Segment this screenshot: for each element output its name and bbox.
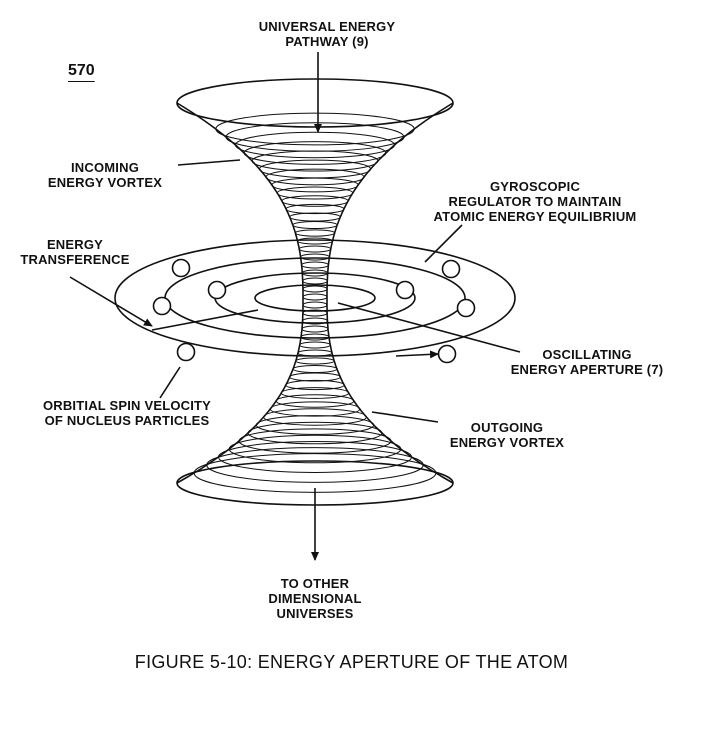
- vortex-coil-ring: [289, 372, 341, 382]
- vortex-coil-ring: [302, 285, 328, 293]
- orbital-spin-pointer: [159, 366, 181, 399]
- particle: [176, 342, 196, 362]
- vortex-coil-ring: [297, 237, 333, 245]
- label-orbital-spin-velocity: ORBITIAL SPIN VELOCITY OF NUCLEUS PARTIC…: [42, 398, 212, 428]
- vortex-coil-ring: [295, 357, 335, 365]
- particle: [207, 280, 227, 300]
- particle: [152, 296, 172, 316]
- vortex-coil-ring: [251, 150, 379, 172]
- vortex-coil-ring: [215, 112, 415, 146]
- label-energy-transference: ENERGY TRANSFERENCE: [20, 237, 130, 267]
- vortex-coil-ring: [297, 349, 333, 357]
- orbit-ring: [114, 239, 516, 357]
- outgoing-vortex-pointer: [371, 411, 439, 423]
- particle: [456, 298, 476, 318]
- vortex-coil-ring: [302, 293, 328, 301]
- vortex-coil-ring: [275, 394, 355, 408]
- vortex-coil-ring: [298, 245, 332, 253]
- particle: [171, 258, 191, 278]
- pointer-lines: [69, 52, 521, 561]
- label-gyroscopic-regulator: GYROSCOPIC REGULATOR TO MAINTAIN ATOMIC …: [433, 179, 637, 224]
- vortex-coil-ring: [300, 333, 330, 341]
- transference-flow-line: [151, 309, 259, 331]
- vortex-coil-ring: [289, 212, 341, 222]
- top-rim-ring: [176, 78, 454, 128]
- orbit-spin-arrow: [395, 350, 439, 359]
- nucleus-particles: [152, 258, 476, 364]
- gyroscopic-pointer: [424, 224, 463, 263]
- vortex-coil-ring: [294, 229, 336, 237]
- vortex-coil-ring: [302, 277, 328, 285]
- vortex-coil-ring: [301, 261, 329, 269]
- figure-caption: FIGURE 5-10: ENERGY APERTURE OF THE ATOM: [134, 652, 569, 672]
- vortex-coil-ring: [193, 453, 437, 493]
- vortex-coil-ring: [302, 301, 328, 309]
- vortex-coil-ring: [285, 203, 345, 215]
- label-to-other-dimensional-universes: TO OTHER DIMENSIONAL UNIVERSES: [268, 576, 362, 621]
- vortex-coil-ring: [301, 325, 329, 333]
- orbit-ring: [254, 284, 376, 312]
- label-outgoing-energy-vortex: OUTGOING ENERGY VORTEX: [449, 420, 565, 450]
- vortex-coil-ring: [292, 220, 338, 230]
- vortex-coil-ring: [299, 341, 331, 349]
- energy-transference-arrow: [69, 276, 153, 327]
- label-universal-energy-pathway: UNIVERSAL ENERGY PATHWAY (9): [258, 19, 396, 49]
- particle: [437, 344, 457, 364]
- label-oscillating-energy-aperture: OSCILLATING ENERGY APERTURE (7): [510, 347, 664, 377]
- vortex-coil-ring: [300, 253, 330, 261]
- figure-reference-number: 570: [68, 62, 95, 79]
- vortex-outline: [176, 102, 454, 484]
- incoming-vortex-pointer: [177, 159, 241, 166]
- particle: [441, 259, 461, 279]
- oscillating-aperture-pointer: [337, 302, 521, 353]
- vortex-coil-ring: [276, 186, 354, 200]
- vortex-coil-ring: [292, 364, 338, 374]
- vortex-left-edge: [176, 102, 304, 484]
- orbit-rings: [114, 239, 516, 357]
- vortex-right-edge: [326, 102, 454, 484]
- particle: [395, 280, 415, 300]
- vortex-coil-ring: [228, 434, 402, 464]
- label-incoming-energy-vortex: INCOMING ENERGY VORTEX: [47, 160, 163, 190]
